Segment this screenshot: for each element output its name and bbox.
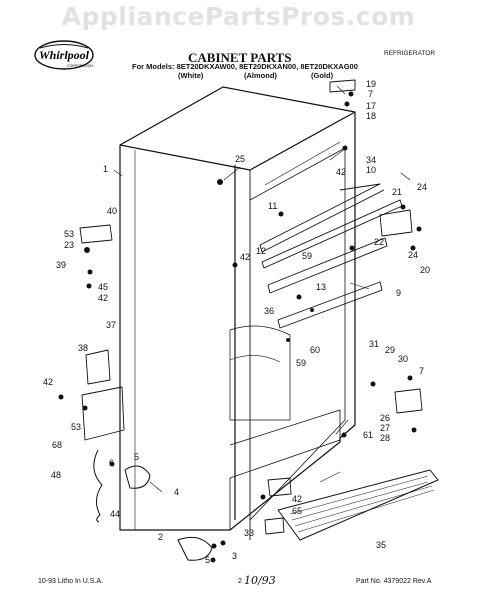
label-61: 61 [363, 430, 373, 440]
label-3: 3 [232, 551, 237, 561]
label-31: 31 [369, 339, 379, 349]
label-24b: 24 [408, 250, 418, 260]
label-13: 13 [316, 282, 326, 292]
part-65 [267, 477, 292, 497]
brand-name: Whirlpool [39, 48, 90, 62]
footer-part-number: Part No. 4379022 Rev.A [356, 578, 432, 585]
label-1: 1 [103, 164, 108, 174]
label-5b: 5 [205, 555, 210, 565]
label-35: 35 [376, 540, 386, 550]
part-4 [124, 465, 151, 489]
part-26 [394, 388, 423, 414]
label-28: 28 [380, 433, 390, 443]
label-7b: 7 [419, 366, 424, 376]
label-23: 23 [64, 240, 74, 250]
label-60: 60 [310, 345, 320, 355]
label-2: 2 [158, 532, 163, 542]
label-40: 40 [107, 206, 117, 216]
models-line: For Models: 8ET20DKXAW00, 8ET20DKXAN00, … [132, 62, 358, 71]
handwritten-date: 10/93 [244, 574, 276, 587]
footer-litho: 10-93 Litho In U.S.A. [38, 578, 103, 585]
label-36: 36 [264, 306, 274, 316]
label-19: 19 [366, 79, 376, 89]
label-33: 33 [244, 528, 254, 538]
label-20: 20 [420, 265, 430, 275]
label-59b: 59 [296, 358, 306, 368]
part-2 [177, 536, 213, 561]
part-37 [85, 349, 111, 385]
label-27: 27 [380, 423, 390, 433]
brand-sub: CORPORATION [67, 64, 93, 68]
footer-page-number: 2 [238, 578, 242, 585]
part-40 [79, 224, 113, 244]
rail-9 [267, 237, 388, 294]
color-gold: (Gold) [311, 71, 334, 80]
label-37: 37 [106, 320, 116, 330]
color-almond: (Almond) [244, 71, 277, 80]
label-25: 25 [235, 154, 245, 164]
label-48: 48 [51, 470, 61, 480]
label-38: 38 [78, 343, 88, 353]
part-44 [93, 449, 103, 523]
label-22: 22 [374, 237, 384, 247]
part-33 [264, 517, 285, 535]
label-24a: 24 [417, 182, 427, 192]
cabinet-liner [249, 147, 346, 521]
label-53b: 53 [71, 422, 81, 432]
part-21 [379, 209, 413, 237]
label-34: 34 [366, 155, 376, 165]
label-26: 26 [380, 413, 390, 423]
rail-upper [259, 183, 385, 253]
category-label: REFRIGERATOR [384, 50, 436, 57]
label-45: 45 [98, 282, 108, 292]
rail-mid [261, 199, 403, 269]
label-65: 65 [292, 506, 302, 516]
part-48 [81, 386, 125, 441]
label-7a: 7 [368, 89, 373, 99]
label-9: 9 [396, 288, 401, 298]
label-11: 11 [268, 201, 277, 211]
label-30: 30 [398, 354, 408, 364]
label-5a: 5 [134, 452, 139, 462]
rail-36 [277, 281, 383, 329]
label-29: 29 [385, 345, 395, 355]
label-18: 18 [366, 111, 376, 121]
label-4: 4 [174, 487, 179, 497]
label-42d: 42 [43, 377, 53, 387]
color-white: (White) [178, 71, 204, 80]
label-17: 17 [366, 101, 376, 111]
grille-35 [277, 469, 439, 541]
label-68: 68 [52, 440, 62, 450]
label-42b: 42 [240, 252, 250, 262]
label-12: 12 [256, 246, 266, 256]
label-10: 10 [366, 165, 376, 175]
whirlpool-logo: Whirlpool CORPORATION [34, 40, 94, 70]
label-53a: 53 [64, 229, 74, 239]
label-59a: 59 [302, 251, 312, 261]
label-42a: 42 [336, 167, 346, 177]
label-42e: 42 [292, 494, 302, 504]
watermark: AppliancePartsPros.com [61, 2, 416, 31]
label-44: 44 [110, 509, 120, 519]
part-19 [329, 79, 356, 93]
page-title: CABINET PARTS [188, 50, 292, 65]
label-21: 21 [392, 187, 402, 197]
label-39: 39 [56, 260, 66, 270]
label-6: 6 [109, 458, 114, 468]
label-42c: 42 [98, 293, 108, 303]
